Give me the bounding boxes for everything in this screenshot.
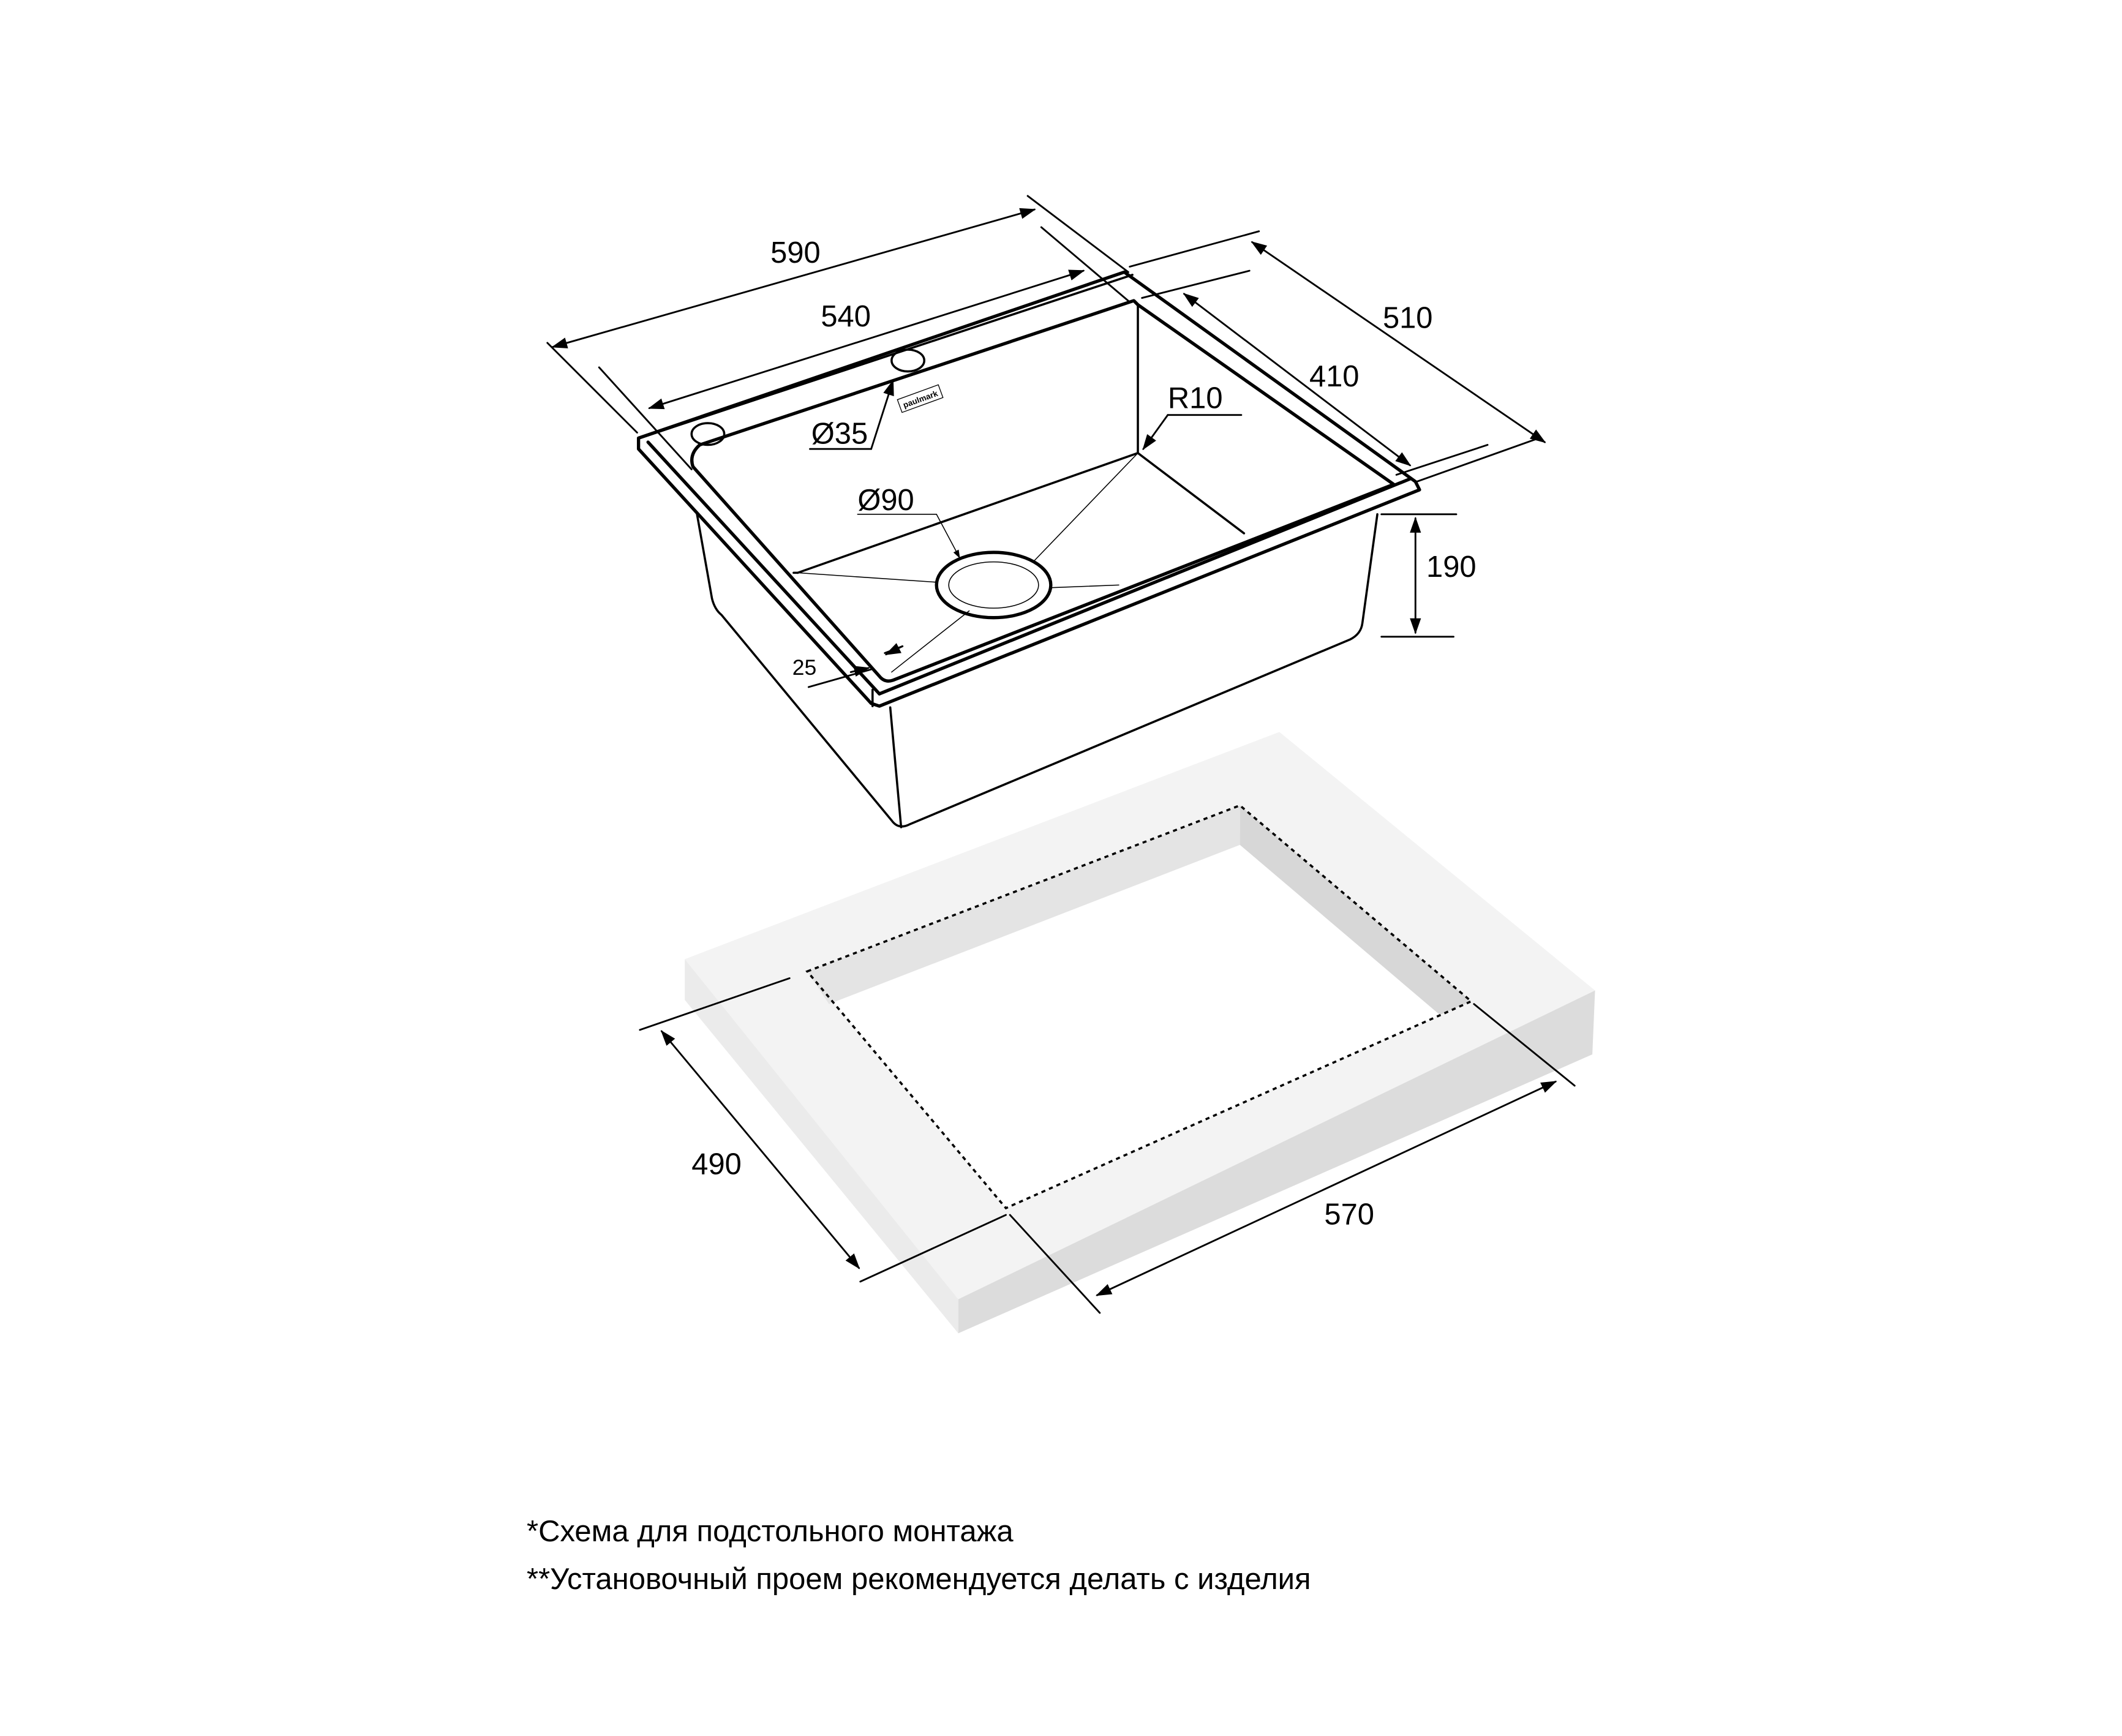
sink-outer-rim	[636, 270, 1421, 708]
cutout-back-wall	[807, 805, 1240, 1004]
bowl-height-label: 190	[1426, 550, 1477, 584]
sink-bowl-body	[696, 513, 1379, 828]
installation-notes: *Схема для подстольного монтажа **Устано…	[527, 1508, 1311, 1603]
sink: paulmark	[636, 270, 1421, 829]
countertop	[685, 732, 1595, 1334]
brand-logo: paulmark	[897, 384, 944, 413]
inner-depth-dimension: 410	[1141, 269, 1489, 476]
note-cutout-recommendation: **Установочный проем рекомендуется делат…	[527, 1563, 1311, 1596]
corner-radius-label: R10	[1168, 382, 1223, 415]
drain-callout: Ø90	[857, 484, 960, 559]
corner-radius-callout: R10	[1142, 382, 1243, 451]
drain-outer	[935, 550, 1053, 620]
cutout-right-wall	[1240, 805, 1472, 1015]
overall-width-label: 590	[770, 236, 821, 269]
bowl-height-dimension: 190	[1380, 513, 1477, 638]
drain-label: Ø90	[857, 484, 914, 517]
cutout-depth-dimension: 490	[639, 977, 1007, 1283]
cutout-opening	[807, 805, 1472, 1208]
overall-depth-label: 510	[1383, 301, 1433, 334]
drain-inner	[948, 561, 1039, 609]
note-undermount: *Схема для подстольного монтажа	[527, 1515, 1014, 1548]
tap-hole-callout: Ø35	[809, 379, 894, 450]
inner-width-label: 540	[821, 300, 871, 333]
rim-width-dimension: 25	[792, 643, 904, 688]
tap-hole-center	[890, 348, 925, 373]
cutout-width-dimension: 570	[1009, 1003, 1576, 1314]
inner-width-dimension: 540	[598, 226, 1131, 470]
tap-hole-label: Ø35	[811, 417, 868, 450]
sink-bowl-opening	[690, 299, 1396, 683]
inner-depth-label: 410	[1309, 360, 1360, 393]
tap-hole-left	[690, 422, 726, 446]
rim-width-label: 25	[792, 655, 817, 680]
cutout-depth-label: 490	[691, 1148, 742, 1181]
cutout-width-label: 570	[1324, 1198, 1374, 1231]
